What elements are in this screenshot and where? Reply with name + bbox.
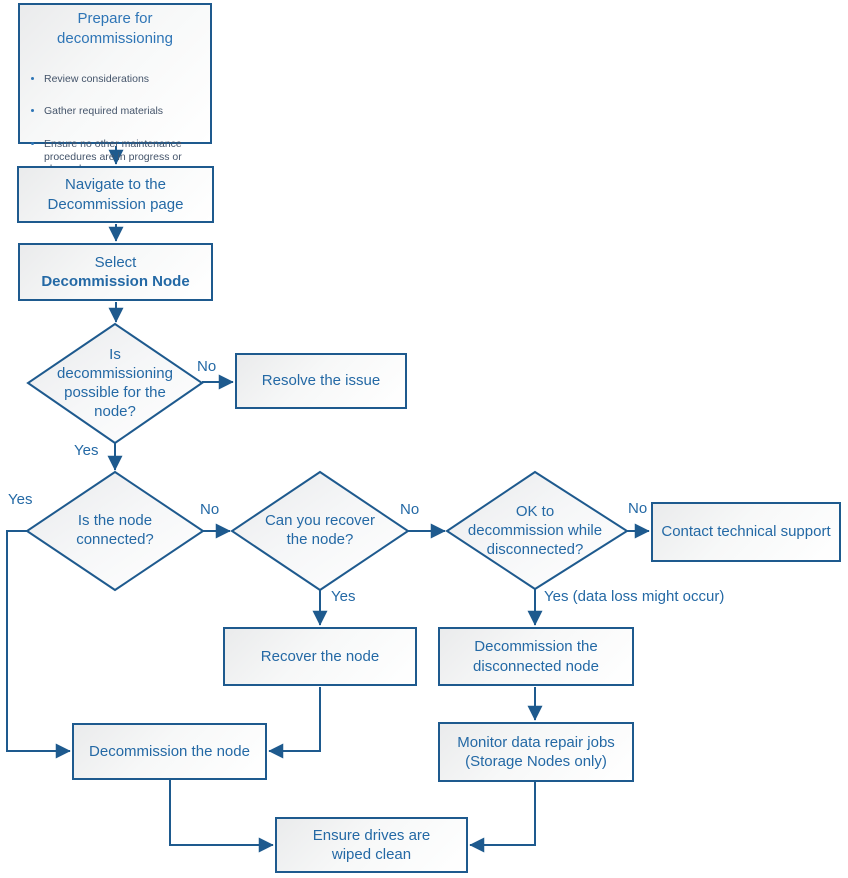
process-decommission-node: Decommission the node: [72, 723, 267, 780]
process-resolve-issue: Resolve the issue: [235, 353, 407, 409]
select-label-line2: Decommission Node: [41, 273, 190, 290]
prepare-title: Prepare for decommissioning: [57, 10, 173, 47]
edge-label-ok-no: No: [628, 500, 648, 517]
connector-recover-node-to-decommission: [268, 687, 321, 759]
decision-possible-label: Is decommissioning possible for the node…: [57, 346, 173, 420]
process-recover-node: Recover the node: [223, 627, 417, 686]
prepare-bullet: Review considerations: [44, 73, 206, 85]
process-navigate: Navigate to the Decommission page: [17, 166, 214, 223]
decommission-node-label: Decommission the node: [89, 742, 250, 760]
process-prepare: Prepare for decommissioning Review consi…: [18, 3, 212, 220]
process-contact-support: Contact technical support: [651, 502, 841, 562]
edge-label-recover-no: No: [400, 501, 420, 518]
prepare-bullet: Gather required materials: [44, 105, 206, 117]
decision-recover-label: Can you recover the node?: [264, 512, 376, 548]
edge-label-possible-yes: Yes: [74, 442, 99, 459]
edge-label-recover-yes: Yes: [331, 588, 356, 605]
process-select-decommission-node: Select Decommission Node: [18, 243, 213, 301]
ensure-wiped-label: Ensure drives are wiped clean: [312, 826, 431, 864]
connector-decommission-to-ensure: [169, 780, 274, 853]
decision-connected-label: Is the node connected?: [76, 512, 154, 548]
edge-label-possible-no: No: [197, 358, 217, 375]
decision-ok-disconnected-label: OK to decommission while disconnected?: [467, 503, 603, 558]
edge-label-connected-no: No: [200, 501, 220, 518]
decommission-disconnected-label: Decommission the disconnected node: [473, 638, 599, 675]
connector-connected-yes-to-decommission: [6, 530, 71, 759]
process-ensure-wiped: Ensure drives are wiped clean: [275, 817, 468, 873]
monitor-repair-label: Monitor data repair jobs (Storage Nodes …: [457, 733, 615, 771]
contact-support-label: Contact technical support: [661, 523, 831, 541]
connector-monitor-to-ensure: [469, 782, 536, 853]
navigate-label: Navigate to the Decommission page: [47, 176, 184, 213]
process-monitor-repair: Monitor data repair jobs (Storage Nodes …: [438, 722, 634, 782]
edge-label-ok-yes: Yes (data loss might occur): [544, 588, 725, 605]
process-decommission-disconnected: Decommission the disconnected node: [438, 627, 634, 686]
decision-connected-shape: [25, 470, 205, 592]
select-label-line1: Select: [94, 253, 137, 271]
resolve-label: Resolve the issue: [261, 372, 381, 390]
edge-label-connected-yes: Yes: [8, 491, 33, 508]
recover-node-label: Recover the node: [260, 647, 380, 665]
